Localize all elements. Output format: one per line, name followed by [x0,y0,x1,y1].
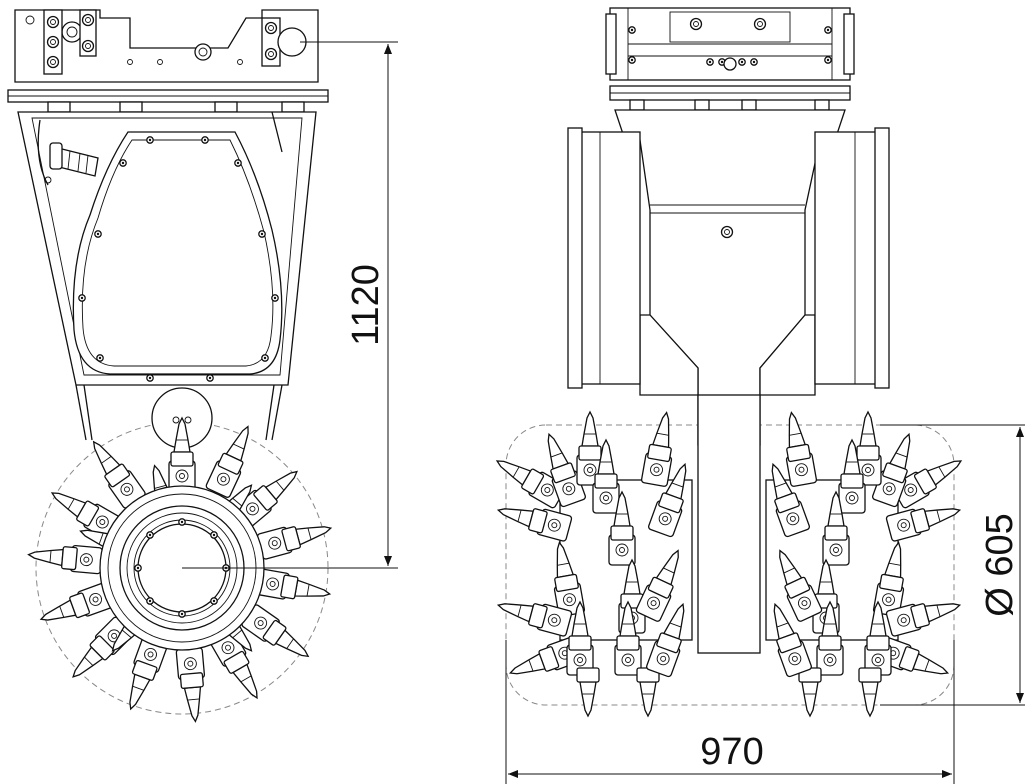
front-view: Ø 605 970 [490,7,1025,784]
side-view: 1120 [7,9,398,724]
diameter-dimension-label: Ø 605 [979,513,1021,617]
hydraulic-motors [567,127,890,389]
mounting-bracket [14,9,319,83]
diameter-dimension: Ø 605 [880,424,1025,706]
width-dimension: 970 [505,640,955,784]
width-dimension-label: 970 [700,731,763,773]
height-dimension-label: 1120 [345,264,387,346]
cutter-drum [26,387,335,724]
hydraulic-fitting [37,119,99,186]
motor-cover [72,131,283,375]
front-mounting-bracket [605,7,855,81]
height-dimension: 1120 [182,41,398,569]
